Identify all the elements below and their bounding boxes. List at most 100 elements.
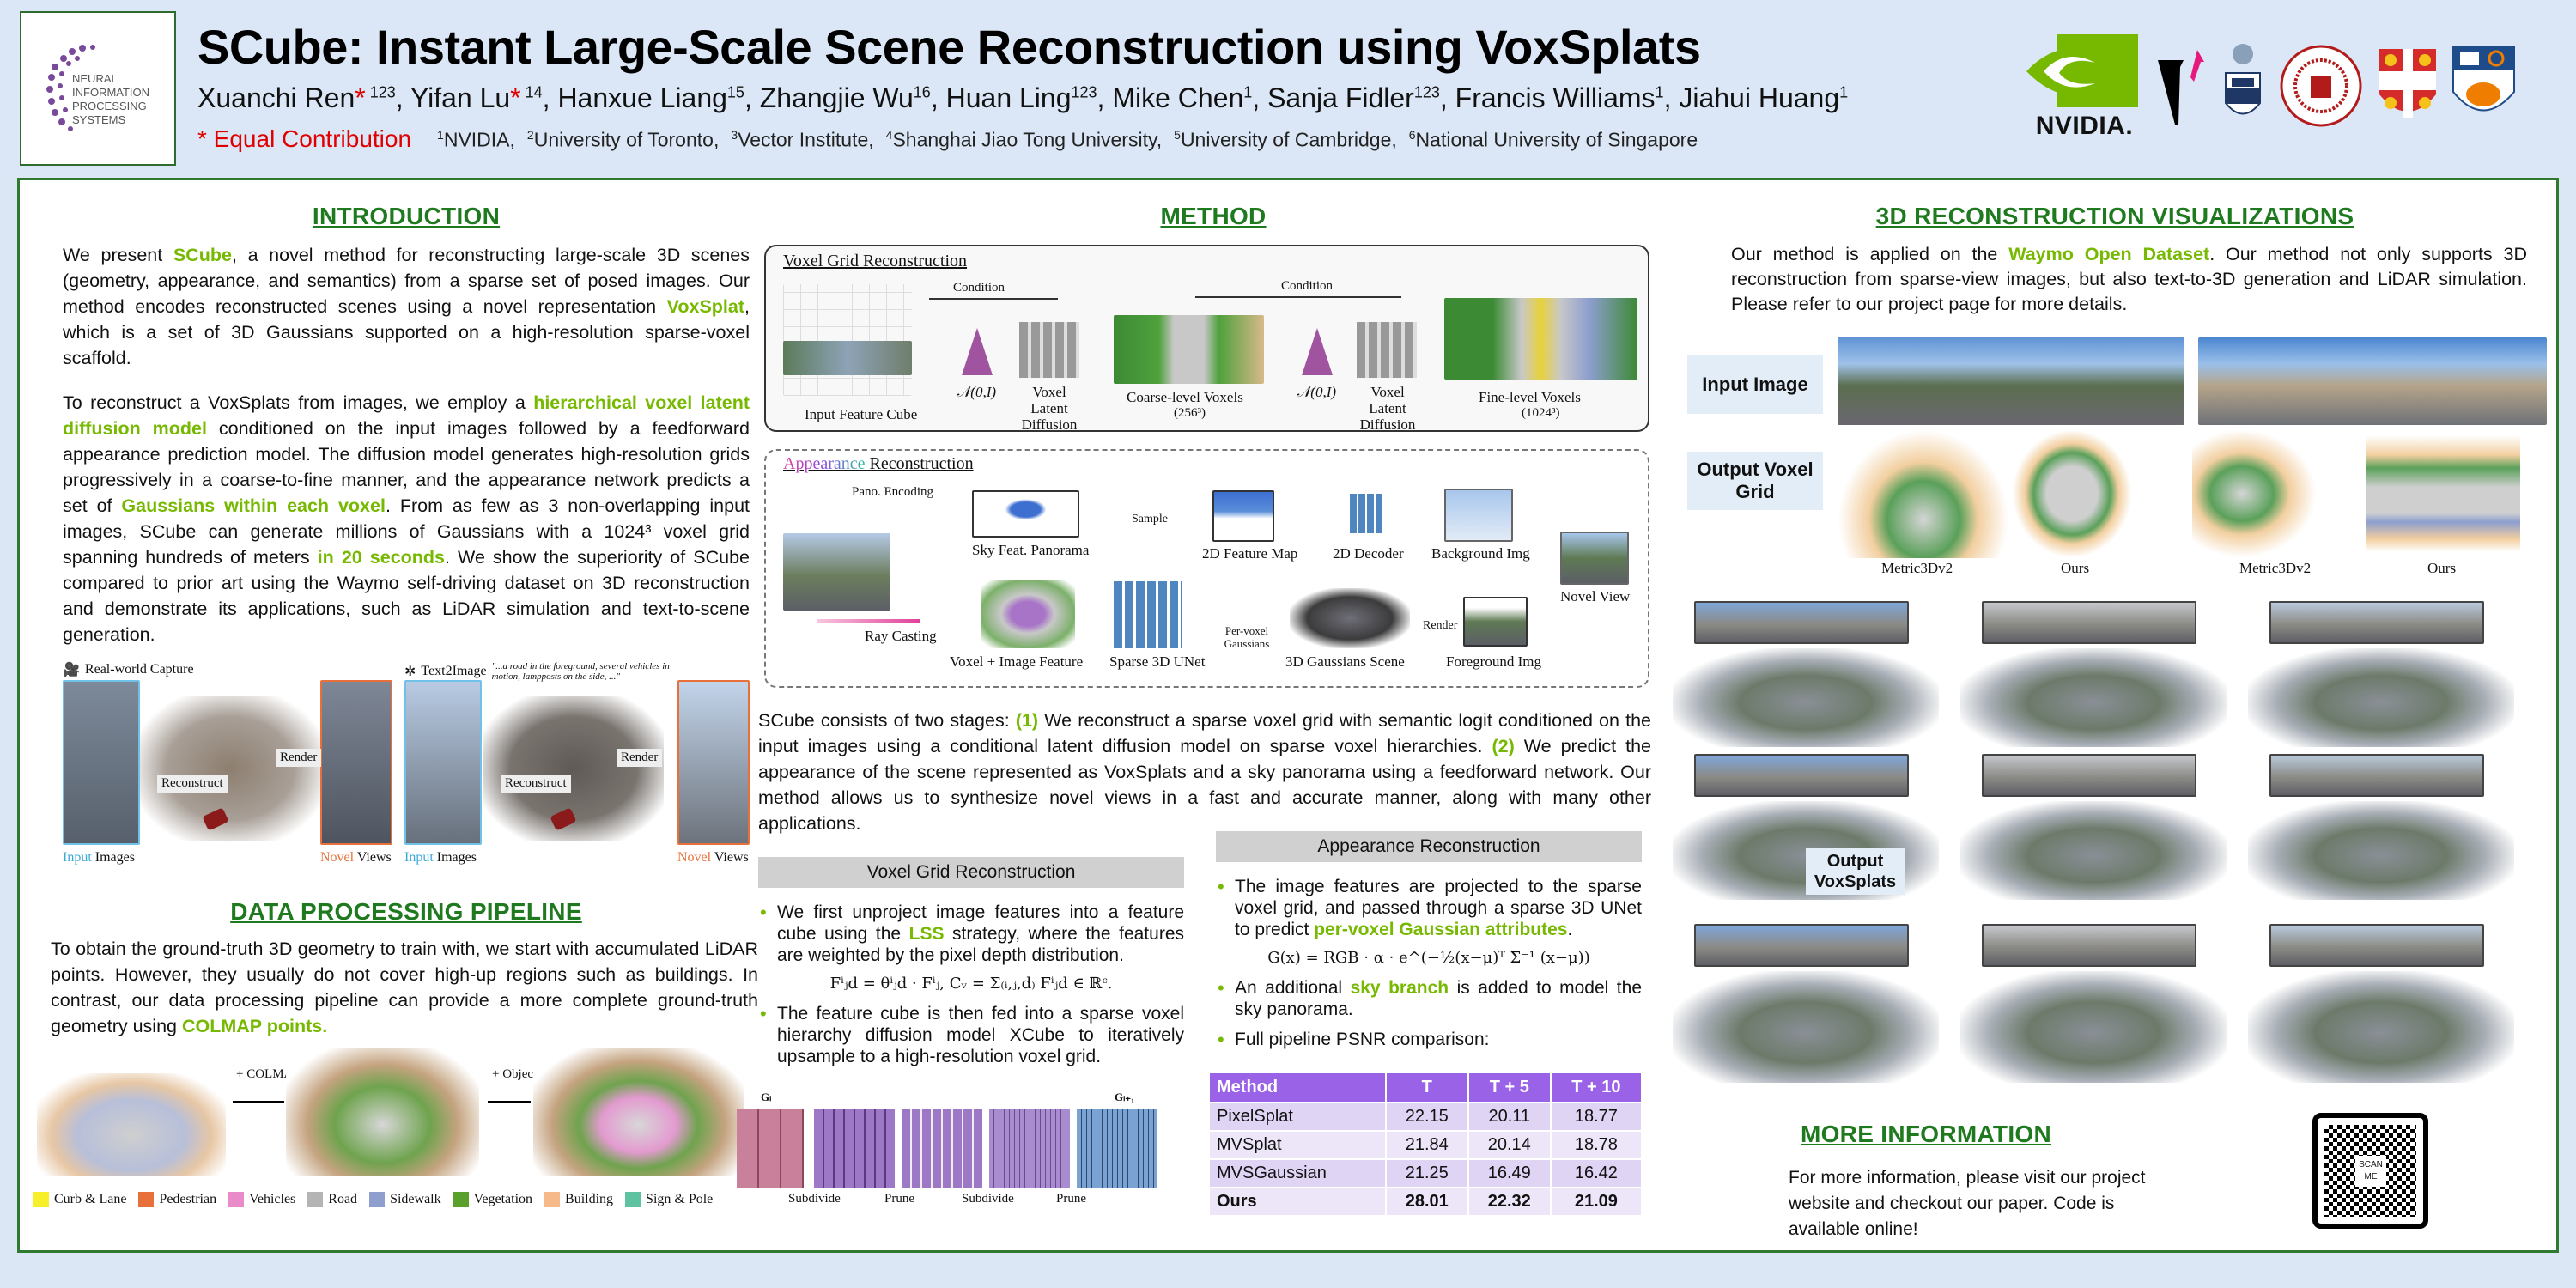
neurips-logo-icon: NEURAL INFORMATION PROCESSING SYSTEMS bbox=[46, 45, 149, 131]
highlight-text: Gaussians within each voxel bbox=[121, 495, 386, 516]
input-image-label: Input Image bbox=[1687, 355, 1823, 414]
author-name: Jiahui Huang1 bbox=[1679, 82, 1849, 113]
table-cell: 21.09 bbox=[1549, 1187, 1643, 1217]
affiliation: 2University of Toronto, bbox=[526, 128, 720, 151]
author-list: Xuanchi Ren* 123, Yifan Lu* 14, Hanxue L… bbox=[197, 82, 1849, 113]
novel-views-caption: Novel Views bbox=[320, 850, 392, 865]
voxel-grid-section: Voxel Grid Reconstruction We first unpro… bbox=[758, 857, 1184, 1076]
legend-item: Pedestrian bbox=[138, 1192, 216, 1208]
author-name: Hanxue Liang15 bbox=[557, 82, 744, 113]
grid-level-l1 bbox=[1077, 1109, 1157, 1188]
g-l-label: Gₗ bbox=[761, 1091, 772, 1103]
condition-arrow-1 bbox=[929, 298, 1058, 300]
input-panorama bbox=[2269, 754, 2484, 797]
affiliations: * Equal Contribution 1NVIDIA, 2University… bbox=[197, 125, 1698, 153]
novel-view-image bbox=[1560, 532, 1629, 585]
decoder-label: 2D Decoder bbox=[1333, 545, 1404, 562]
voxsplat-reconstruction bbox=[2248, 971, 2514, 1083]
text-prompt: "...a road in the foreground, several ve… bbox=[491, 661, 670, 682]
bbox-voxels bbox=[533, 1048, 744, 1176]
visualizations-title: 3D RECONSTRUCTION VISUALIZATIONS bbox=[1875, 203, 2354, 229]
input-images-generated bbox=[404, 680, 482, 845]
fine-resolution-label: (1024³) bbox=[1522, 406, 1560, 420]
voxsplat-reconstruction bbox=[1960, 648, 2227, 747]
unet-label: Sparse 3D UNet bbox=[1109, 653, 1206, 670]
feature-map-image bbox=[1212, 490, 1274, 542]
foreground-img-label: Foreground Img bbox=[1446, 653, 1541, 670]
svg-text:PROCESSING: PROCESSING bbox=[72, 100, 147, 112]
nus-crest-logo bbox=[2452, 46, 2515, 112]
sky-panorama-label: Sky Feat. Panorama bbox=[972, 542, 1090, 558]
voxel-section-header: Voxel Grid Reconstruction bbox=[758, 857, 1184, 888]
author-name: Huan Ling123 bbox=[945, 82, 1097, 113]
input-panorama bbox=[1982, 601, 2196, 644]
poster-header: NEURAL INFORMATION PROCESSING SYSTEMS SC… bbox=[0, 0, 2576, 172]
data-pipeline-paragraph: To obtain the ground-truth 3D geometry t… bbox=[51, 939, 758, 1036]
data-pipeline-title: DATA PROCESSING PIPELINE bbox=[230, 898, 582, 925]
affiliation: 1NVIDIA, bbox=[437, 128, 515, 151]
colmap-voxels bbox=[286, 1048, 479, 1176]
prune-label-2: Prune bbox=[1056, 1192, 1086, 1206]
input-view-image bbox=[783, 533, 890, 611]
introduction-paragraph-2: To reconstruct a VoxSplats from images, … bbox=[63, 392, 750, 645]
fine-voxels-label: Fine-level Voxels bbox=[1479, 389, 1581, 405]
network-icon: ✲ bbox=[404, 665, 416, 679]
appearance-section: Appearance Reconstruction The image feat… bbox=[1216, 831, 1642, 1059]
voxel-bullet-1: We first unproject image features into a… bbox=[758, 902, 1184, 966]
introduction-paragraph-1: We present SCube, a novel method for rec… bbox=[63, 245, 750, 368]
legend-item: Sign & Pole bbox=[625, 1192, 713, 1208]
affiliation-list: 1NVIDIA, 2University of Toronto, 3Vector I… bbox=[437, 128, 1698, 152]
author-name: Sanja Fidler123 bbox=[1267, 82, 1440, 113]
lss-equation: Fⁱⱼd = θⁱⱼd · Fⁱⱼ, Cᵥ = Σ₍ᵢ,ⱼ,d₎ Fⁱⱼd ∈ … bbox=[829, 975, 1113, 993]
legend-swatch bbox=[369, 1192, 386, 1208]
table-cell: 21.25 bbox=[1384, 1158, 1469, 1188]
uoft-crest-logo bbox=[2225, 43, 2261, 114]
subdivide-label-2: Subdivide bbox=[962, 1192, 1014, 1206]
decoder-icon bbox=[1350, 494, 1384, 533]
author-name: Francis Williams1 bbox=[1455, 82, 1664, 113]
equal-contribution-note: * Equal Contribution bbox=[197, 125, 412, 152]
grid-subdivided-2 bbox=[989, 1109, 1070, 1188]
table-cell: 28.01 bbox=[1384, 1187, 1469, 1217]
ray-casting-label: Ray Casting bbox=[865, 628, 937, 644]
method-summary: SCube consists of two stages: (1) We rec… bbox=[758, 710, 1651, 834]
arrow-icon bbox=[233, 1101, 284, 1103]
legend-swatch bbox=[138, 1192, 155, 1208]
appearance-bullet-3: Full pipeline PSNR comparison: bbox=[1216, 1029, 1642, 1050]
legend-swatch bbox=[228, 1192, 245, 1208]
table-cell: Ours bbox=[1208, 1187, 1387, 1217]
input-feature-cube-label: Input Feature Cube bbox=[805, 406, 918, 422]
legend-swatch bbox=[544, 1192, 561, 1208]
subdivide-label-1: Subdivide bbox=[788, 1192, 841, 1206]
table-cell: 18.78 bbox=[1549, 1130, 1643, 1160]
table-cell: 20.14 bbox=[1467, 1130, 1552, 1160]
vector-institute-logo bbox=[2158, 49, 2204, 125]
table-header: Method bbox=[1208, 1072, 1387, 1103]
appearance-figure-title: Appearance Reconstruction bbox=[783, 454, 974, 473]
author-name: Xuanchi Ren* 123 bbox=[197, 82, 396, 113]
novel-views-real bbox=[320, 680, 392, 845]
visualizations-paragraph: Our method is applied on the Waymo Open … bbox=[1731, 244, 2527, 314]
poster-title: SCube: Instant Large-Scale Scene Reconst… bbox=[197, 20, 1701, 74]
project-qr-code[interactable]: SCAN ME bbox=[2312, 1113, 2428, 1229]
table-cell: 22.15 bbox=[1384, 1102, 1469, 1132]
g-l1-label: Gₗ₊₁ bbox=[1115, 1091, 1135, 1103]
caption-ours-2: Ours bbox=[2427, 560, 2457, 576]
table-cell: 16.49 bbox=[1467, 1158, 1552, 1188]
highlight-text: LSS bbox=[908, 924, 945, 944]
sample-label: Sample bbox=[1132, 513, 1168, 526]
input-panorama bbox=[1982, 754, 2196, 797]
legend-item: Sidewalk bbox=[369, 1192, 441, 1208]
lidar-voxels bbox=[37, 1073, 226, 1176]
appearance-bullet-2: An additional sky branch is added to mod… bbox=[1216, 977, 1642, 1020]
real-world-capture-label: 🎥Real-world Capture bbox=[63, 662, 194, 677]
coarse-resolution-label: (256³) bbox=[1174, 406, 1206, 420]
input-images-real bbox=[63, 680, 140, 845]
table-cell: 18.77 bbox=[1549, 1102, 1643, 1132]
gaussian-equation: G(x) = RGB · α · e^(−½(x−μ)ᵀ Σ⁻¹ (x−μ)) bbox=[1267, 949, 1590, 967]
affiliation: 3Vector Institute, bbox=[731, 128, 874, 151]
gaussian-scene-label: 3D Gaussians Scene bbox=[1285, 653, 1405, 670]
